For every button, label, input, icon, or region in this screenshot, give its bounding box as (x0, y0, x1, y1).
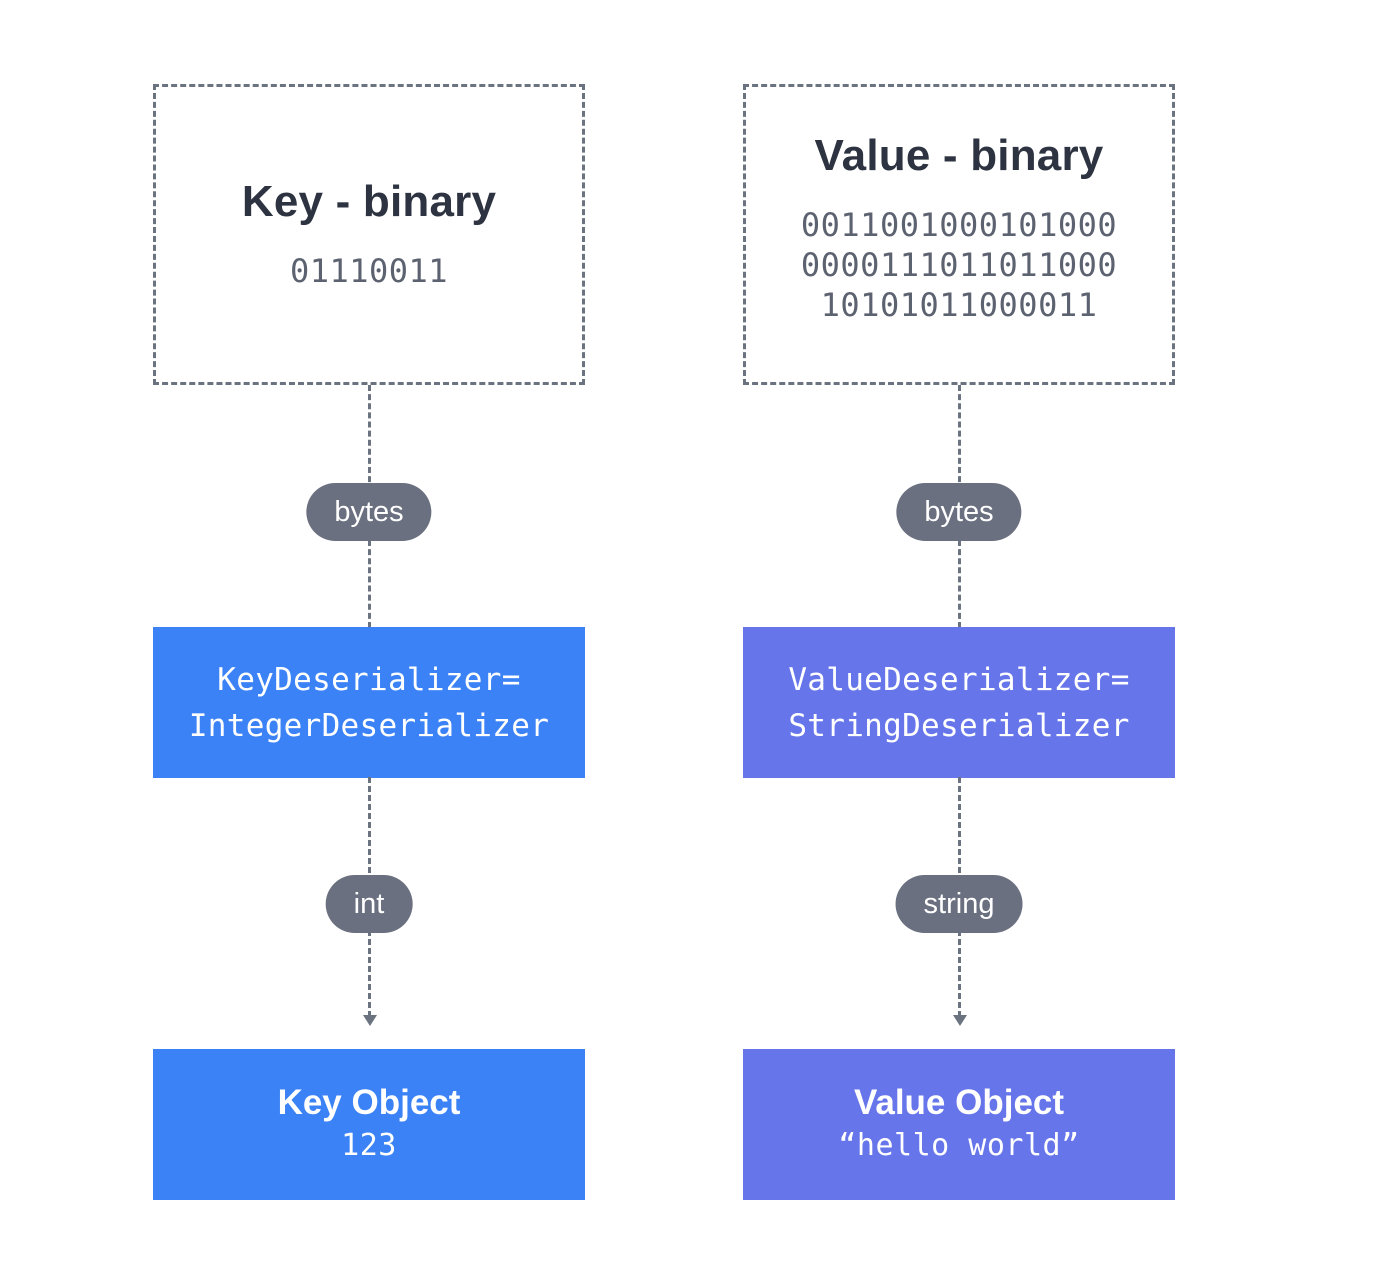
key-binary-line: 01110011 (289, 251, 449, 290)
key-object-box: Key Object 123 (153, 1049, 585, 1200)
value-deserializer-label: ValueDeserializer= (788, 661, 1130, 698)
key-binary-lines: 01110011 (290, 251, 448, 291)
key-object-title: Key Object (277, 1082, 461, 1122)
value-object-box: Value Object “hello world” (743, 1049, 1175, 1200)
key-object-value: 123 (341, 1127, 397, 1163)
value-binary-box: Value - binary 0011001000101000 00001110… (743, 84, 1175, 385)
key-int-pill: int (325, 875, 413, 933)
value-object-title: Value Object (853, 1082, 1065, 1122)
key-arrow-head-icon (363, 1015, 377, 1026)
value-binary-line-3: 10101011000011 (820, 285, 1098, 324)
key-binary-box: Key - binary 01110011 (153, 84, 585, 385)
value-deserializer-box: ValueDeserializer= StringDeserializer (743, 627, 1175, 778)
value-deserializer-class: StringDeserializer (788, 707, 1130, 744)
value-string-pill: string (895, 875, 1023, 933)
value-arrow-head-icon (953, 1015, 967, 1026)
key-bytes-pill: bytes (306, 483, 432, 541)
value-bytes-pill: bytes (896, 483, 1022, 541)
key-deserializer-box: KeyDeserializer= IntegerDeserializer (153, 627, 585, 778)
key-deserializer-class: IntegerDeserializer (188, 707, 550, 744)
value-binary-line-2: 0000111011011000 (800, 245, 1118, 284)
value-binary-title: Value - binary (814, 131, 1104, 181)
value-binary-lines: 0011001000101000 0000111011011000 101010… (801, 205, 1117, 325)
value-object-value: “hello world” (838, 1127, 1080, 1163)
key-column: Key - binary 01110011 bytes KeyDeseriali… (153, 0, 585, 1270)
key-binary-title: Key - binary (241, 177, 497, 227)
value-column: Value - binary 0011001000101000 00001110… (743, 0, 1175, 1270)
key-deserializer-label: KeyDeserializer= (217, 661, 521, 698)
value-binary-line-1: 0011001000101000 (800, 205, 1118, 244)
